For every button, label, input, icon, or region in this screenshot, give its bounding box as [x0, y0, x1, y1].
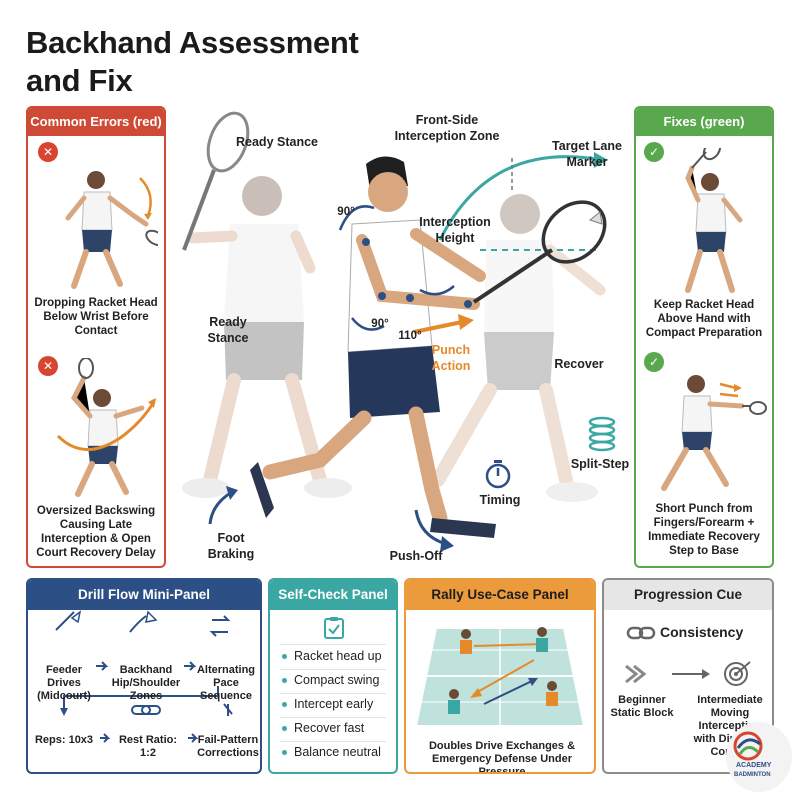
doubles-court-diagram	[414, 627, 586, 727]
academy-logo: ACADEMY BADMINTON	[726, 722, 792, 792]
chain-link-icon	[626, 626, 656, 640]
center-illustration	[182, 111, 616, 552]
angle-90-top: 90°	[337, 206, 355, 218]
clipboard-check-icon	[324, 617, 344, 639]
ghost-ready-figure	[182, 176, 352, 498]
progression-header: Progression Cue	[604, 580, 772, 610]
drill-step-3: Alternating Pace Sequence	[196, 664, 256, 702]
cross-icon: ✕	[38, 356, 58, 376]
ready-stance-label-mid: Ready Stance	[207, 315, 249, 345]
drill-flow-header: Drill Flow Mini-Panel	[28, 580, 260, 610]
drill-flow-panel: Drill Flow Mini-Panel Feeder Drives (Mid…	[26, 578, 262, 774]
check-item-1: Racket head up	[282, 648, 382, 664]
check-divider	[280, 669, 386, 670]
drill-step-1: Feeder Drives (Midcourt)	[37, 664, 91, 702]
main-player-figure	[250, 156, 607, 538]
drill-step-4: Reps: 10x3	[34, 734, 94, 746]
beginner-label: Beginner Static Block	[610, 694, 674, 719]
ready-stance-label-top: Ready Stance	[236, 135, 318, 149]
drill-step-5: Rest Ratio: 1:2	[118, 734, 178, 759]
fixes-panel: Fixes (green) ✓ Keep Racket Head Above H…	[634, 106, 774, 568]
ghost-recover-figure	[431, 194, 606, 502]
timing-label: Timing	[479, 493, 521, 507]
common-errors-header: Common Errors (red)	[28, 108, 164, 136]
check-item-5: Balance neutral	[282, 744, 381, 760]
logo-text-1: ACADEMY	[736, 762, 772, 769]
check-divider	[280, 693, 386, 694]
timer-icon	[485, 460, 511, 489]
error-figure-1	[65, 171, 158, 289]
rally-caption: Doubles Drive Exchanges & Emergency Defe…	[428, 740, 576, 774]
check-icon: ✓	[644, 142, 664, 162]
angle-90-low: 90°	[371, 318, 389, 330]
check-item-3: Intercept early	[282, 696, 373, 712]
rally-header: Rally Use-Case Panel	[406, 580, 594, 610]
check-divider	[280, 741, 386, 742]
logo-text-2: BADMINTON	[734, 772, 771, 778]
fixes-header: Fixes (green)	[636, 108, 772, 136]
self-check-panel: Self-Check Panel Racket head up Compact …	[268, 578, 398, 774]
title-line-2: and Fix	[26, 63, 133, 98]
check-divider	[280, 644, 386, 645]
cross-icon: ✕	[38, 142, 58, 162]
split-step-label: Split-Step	[570, 457, 630, 471]
drill-flow-graphic	[55, 610, 233, 743]
rally-use-case-panel: Rally Use-Case Panel Doubles Drive Excha…	[404, 578, 596, 774]
page-title: Backhand Assessment and Fix	[26, 24, 359, 100]
ready-racket	[182, 111, 250, 251]
front-zone-label: Front-Side Interception Zone	[394, 113, 500, 143]
check-divider	[280, 717, 386, 718]
fix-figure-1	[685, 148, 743, 293]
title-line-1: Backhand Assessment	[26, 25, 359, 60]
error-caption-2: Oversized Backswing Causing Late Interce…	[36, 505, 156, 559]
self-check-header: Self-Check Panel	[270, 580, 396, 610]
drill-step-2: Backhand Hip/Shoulder Zones	[111, 664, 181, 702]
error-caption-1: Dropping Racket Head Below Wrist Before …	[34, 297, 158, 337]
shuttle-logo-icon	[733, 731, 763, 761]
check-icon: ✓	[644, 352, 664, 372]
error-figure-2	[56, 358, 156, 497]
recover-label: Recover	[554, 357, 604, 371]
interception-height-label: Interception Height	[419, 215, 491, 245]
target-marker-label: Target Lane Marker	[552, 139, 622, 169]
fix-caption-2: Short Punch from Fingers/Forearm + Immed…	[648, 503, 760, 557]
common-errors-panel: Common Errors (red) ✕ Dropping Racket He…	[26, 106, 166, 568]
punch-action-label: Punch Action	[431, 343, 471, 373]
consistency-label: Consistency	[660, 624, 744, 640]
fix-figure-2	[661, 375, 767, 491]
progression-arrows	[625, 661, 751, 686]
split-step-spring-icon	[588, 416, 616, 452]
check-item-2: Compact swing	[282, 672, 379, 688]
drill-step-6: Fail-Pattern Corrections	[197, 734, 259, 759]
push-off-label: Push-Off	[389, 549, 443, 563]
foot-braking-label: Foot Braking	[207, 531, 255, 561]
fix-caption-1: Keep Racket Head Above Hand with Compact…	[645, 299, 763, 339]
check-item-4: Recover fast	[282, 720, 364, 736]
angle-110: 110°	[398, 330, 422, 342]
